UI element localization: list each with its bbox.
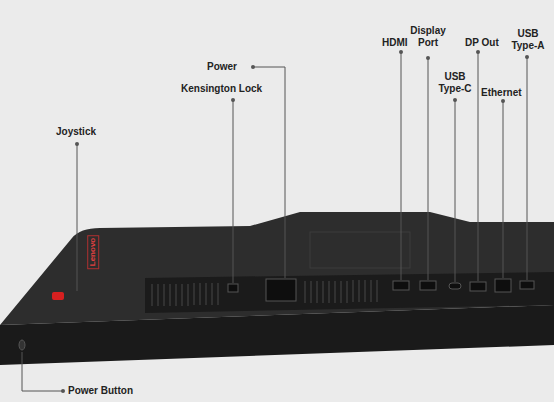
brand-logo: Lenovo — [87, 235, 99, 269]
part-label: Power Button — [68, 385, 133, 397]
part-label: USB Type-A — [508, 28, 548, 52]
joystick — [52, 292, 64, 300]
port-panel — [145, 272, 554, 313]
part-label: Ethernet — [481, 87, 522, 99]
leader-dots — [61, 50, 529, 393]
part-label: Kensington Lock — [181, 83, 262, 95]
part-label: DP Out — [465, 37, 499, 49]
part-label: Joystick — [56, 126, 96, 138]
leader-lines — [22, 52, 527, 391]
vents — [152, 280, 377, 306]
ports — [228, 279, 534, 301]
monitor-edge — [0, 305, 554, 365]
mount-area — [310, 232, 410, 268]
part-label: Power — [207, 61, 237, 73]
part-label: Display Port — [406, 25, 450, 49]
part-label: USB Type-C — [435, 71, 475, 95]
part-label: HDMI — [382, 37, 408, 49]
power-button — [19, 340, 25, 350]
